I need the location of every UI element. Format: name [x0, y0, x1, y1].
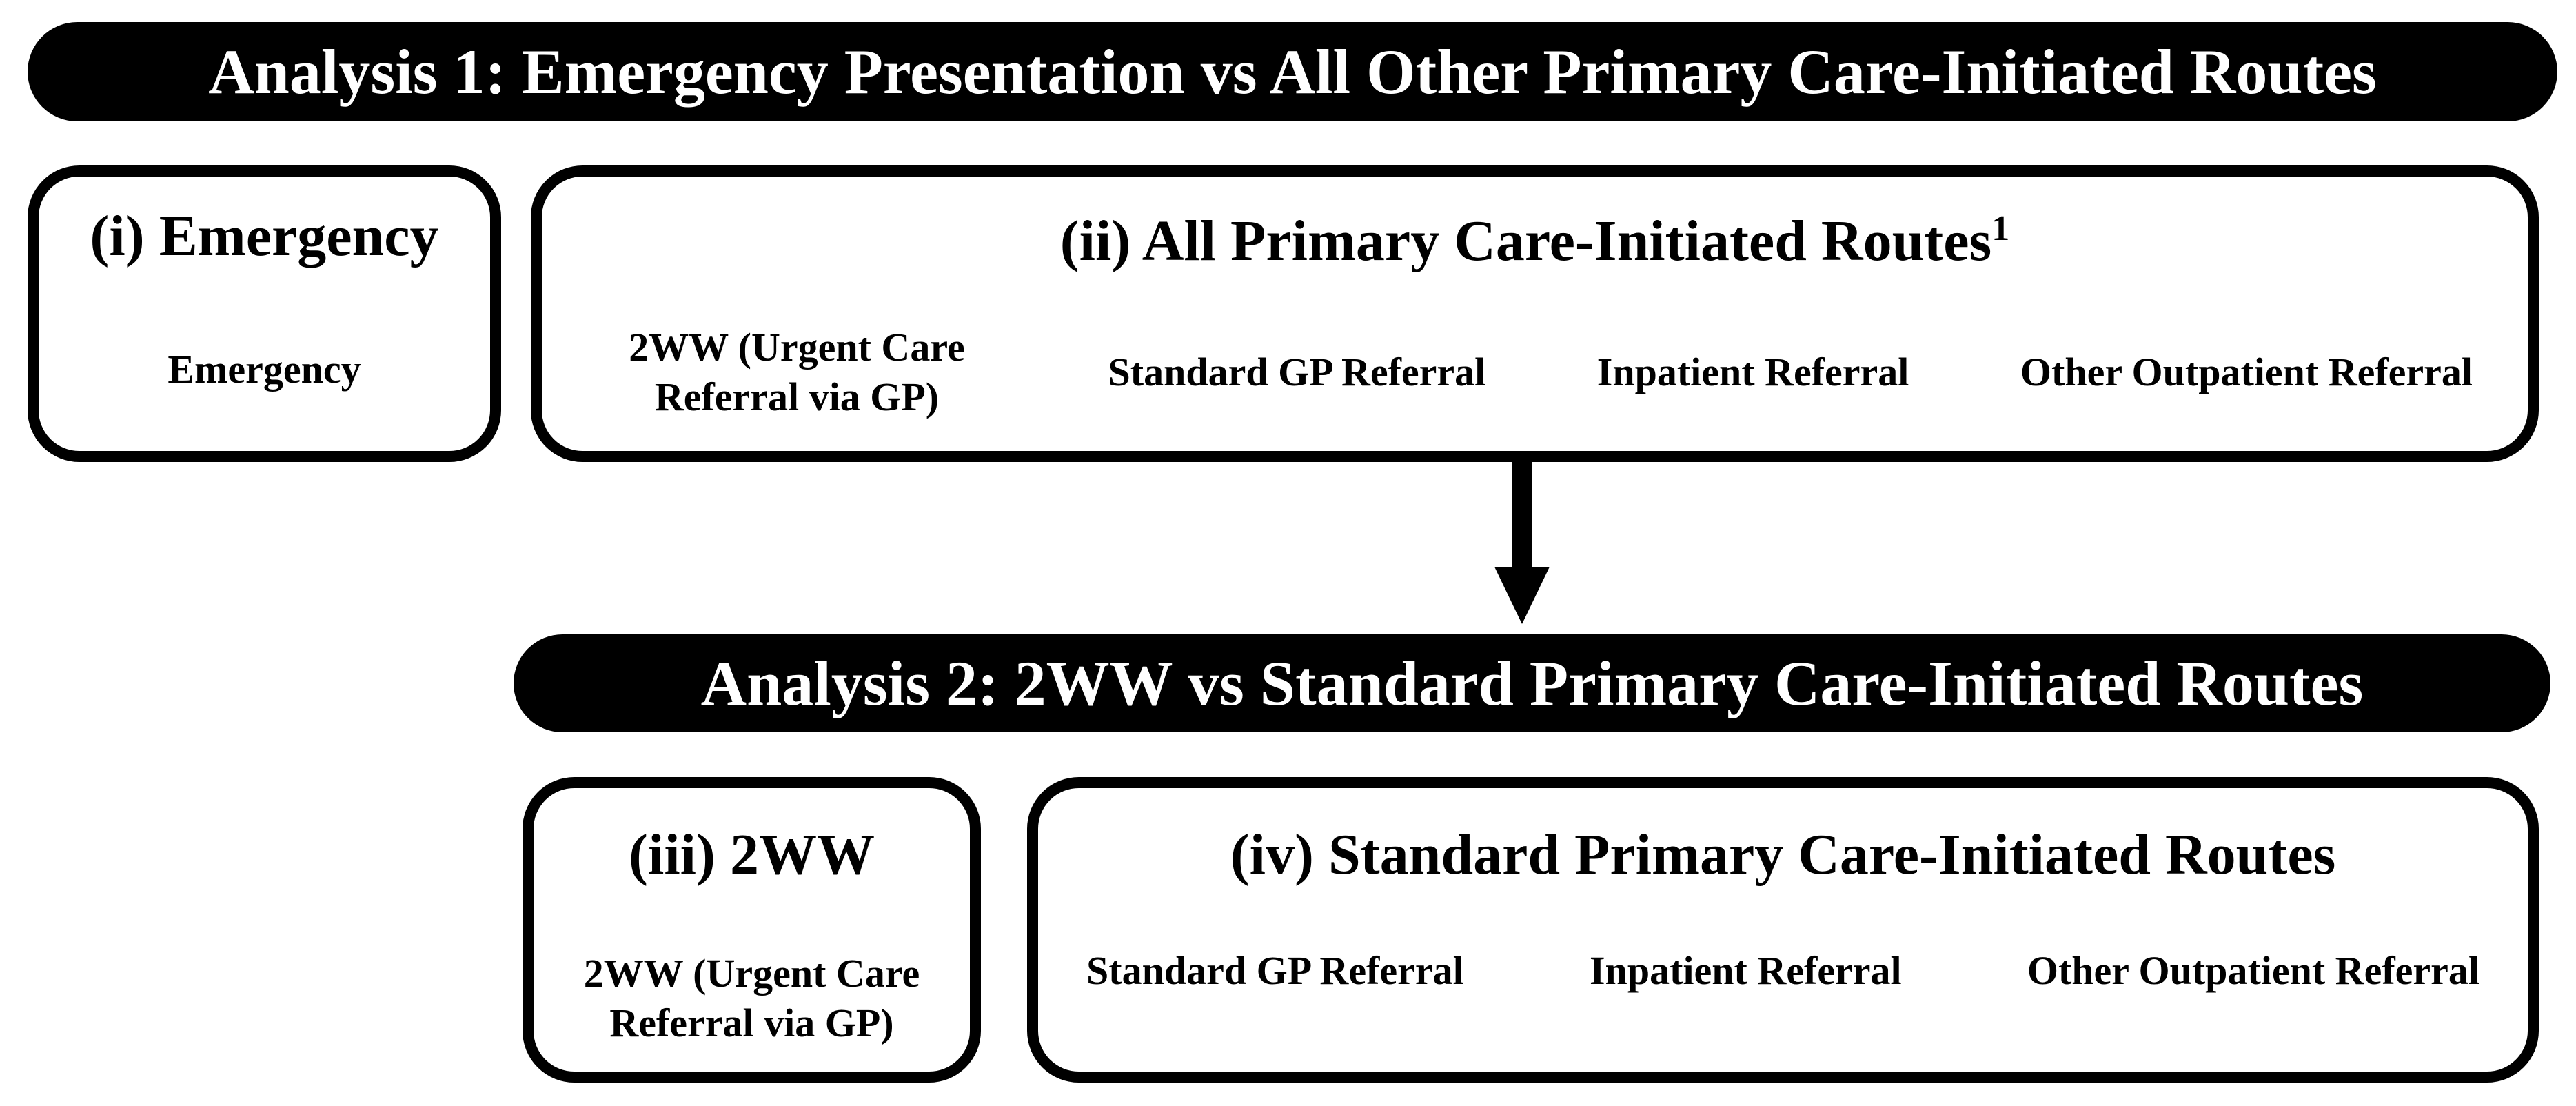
route-item: 2WW (Urgent Care Referral via GP)	[583, 950, 920, 1046]
footnote-superscript: 1	[1991, 209, 2010, 249]
group-box-emergency-title: (i) Emergency	[90, 204, 439, 268]
route-item: Inpatient Referral	[1596, 349, 1909, 394]
group-box-all-primary-care-routes-title-text: (ii) All Primary Care-Initiated Routes	[1059, 209, 1992, 273]
route-item: Standard GP Referral	[1086, 947, 1464, 993]
analysis-2-banner-title: Analysis 2: 2WW vs Standard Primary Care…	[700, 648, 2364, 718]
group-box-2ww: (iii) 2WW 2WW (Urgent Care Referral via …	[523, 777, 981, 1083]
group-box-2ww-items: 2WW (Urgent Care Referral via GP)	[534, 926, 970, 1071]
group-box-standard-primary-care-routes-title: (iv) Standard Primary Care-Initiated Rou…	[1230, 823, 2336, 887]
route-item: Other Outpatient Referral	[2020, 349, 2473, 394]
analysis-1-banner-title: Analysis 1: Emergency Presentation vs Al…	[208, 37, 2377, 107]
down-arrow-icon	[1494, 462, 1550, 624]
route-item: Standard GP Referral	[1108, 349, 1486, 394]
group-box-all-primary-care-routes-title: (ii) All Primary Care-Initiated Routes1	[542, 209, 2528, 273]
route-item: 2WW (Urgent Care Referral via GP)	[629, 324, 965, 420]
route-item: Other Outpatient Referral	[2027, 947, 2479, 993]
group-box-all-primary-care-routes: (ii) All Primary Care-Initiated Routes1 …	[531, 165, 2539, 462]
group-box-all-primary-care-routes-items: 2WW (Urgent Care Referral via GP) Standa…	[542, 303, 2528, 441]
group-box-2ww-title: (iii) 2WW	[629, 823, 875, 887]
group-box-standard-primary-care-routes-items: Standard GP Referral Inpatient Referral …	[1038, 898, 2528, 1043]
analysis-2-banner: Analysis 2: 2WW vs Standard Primary Care…	[514, 634, 2550, 732]
group-box-emergency-items: Emergency	[39, 301, 490, 439]
analysis-1-banner: Analysis 1: Emergency Presentation vs Al…	[28, 22, 2557, 121]
group-box-standard-primary-care-routes: (iv) Standard Primary Care-Initiated Rou…	[1027, 777, 2539, 1083]
group-box-emergency: (i) Emergency Emergency	[28, 165, 501, 462]
route-item: Inpatient Referral	[1589, 947, 1902, 993]
route-item: Emergency	[168, 346, 361, 392]
